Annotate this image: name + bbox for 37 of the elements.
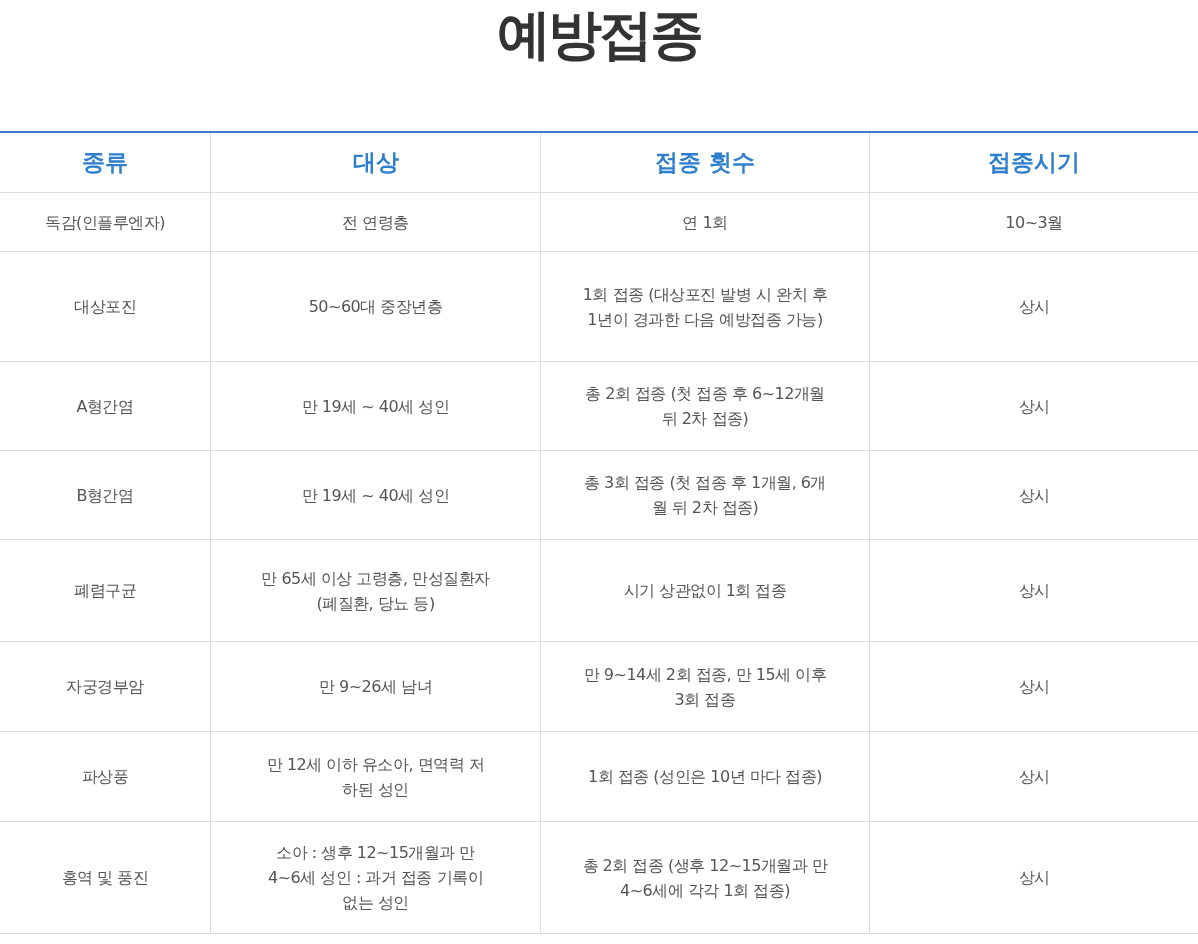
- table-cell: 시기 상관없이 1회 접종: [540, 540, 869, 641]
- table-cell-text: 대상포진: [73, 296, 137, 318]
- table-cell: 총 2회 접종 (첫 접종 후 6~12개월 뒤 2차 접종): [540, 362, 869, 450]
- table-cell: 소아 : 생후 12~15개월과 만 4~6세 성인 : 과거 접종 기록이 없는 성인: [210, 822, 540, 933]
- header-cell: 접종시기: [869, 133, 1198, 192]
- table-cell-text: 폐렴구균: [73, 580, 137, 602]
- table-cell-text: 독감(인플루엔자): [44, 211, 166, 234]
- table-cell: 만 19세 ~ 40세 성인: [210, 451, 540, 539]
- table-cell: 연 1회: [540, 193, 869, 251]
- table-cell: 상시: [869, 732, 1198, 821]
- table-cell: 1회 접종 (성인은 10년 마다 접종): [540, 732, 869, 821]
- table-cell: 상시: [869, 642, 1198, 731]
- table-cell: 1회 접종 (대상포진 발병 시 완치 후 1년이 경과한 다음 예방접종 가능): [540, 252, 869, 361]
- table-cell: 상시: [869, 252, 1198, 361]
- table-cell: 총 3회 접종 (첫 접종 후 1개월, 6개월 뒤 2차 접종): [540, 451, 869, 539]
- table-cell: 만 12세 이하 유소아, 면역력 저하된 성인: [210, 732, 540, 821]
- table-cell-text: 홍역 및 풍진: [60, 867, 150, 889]
- table-cell: 상시: [869, 362, 1198, 450]
- table-cell: 만 9~14세 2회 접종, 만 15세 이후 3회 접종: [540, 642, 869, 731]
- table-cell: 50~60대 중장년층: [210, 252, 540, 361]
- table-cell-text: 자궁경부암: [65, 676, 145, 698]
- table-cell-text: 파상풍: [80, 766, 130, 788]
- table-cell-text: B형간염: [75, 484, 135, 507]
- table-cell: 상시: [869, 822, 1198, 933]
- header-cell: 대상: [210, 133, 540, 192]
- page-title: 예방접종: [497, 2, 701, 68]
- table-cell: 만 19세 ~ 40세 성인: [210, 362, 540, 450]
- table-cell: 10~3월: [869, 193, 1198, 251]
- table-cell: 총 2회 접종 (생후 12~15개월과 만 4~6세에 각각 1회 접종): [540, 822, 869, 933]
- table-cell: 만 65세 이상 고령층, 만성질환자 (폐질환, 당뇨 등): [210, 540, 540, 641]
- table-cell-text: A형간염: [75, 395, 135, 418]
- header-cell: 접종 횟수: [540, 133, 869, 192]
- table-cell: 상시: [869, 451, 1198, 539]
- table-cell: 만 9~26세 남녀: [210, 642, 540, 731]
- header-cell-text: 종류: [81, 148, 129, 177]
- table-cell: 전 연령층: [210, 193, 540, 251]
- table-cell: 상시: [869, 540, 1198, 641]
